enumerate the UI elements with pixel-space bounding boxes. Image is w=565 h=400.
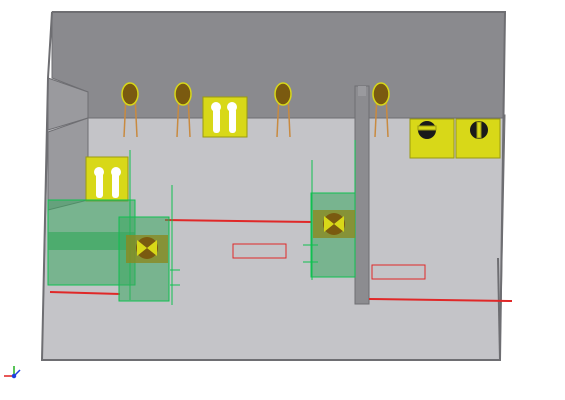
outlet-hole bbox=[94, 167, 104, 177]
lamp-3 bbox=[274, 82, 292, 138]
socket-panel-right-2 bbox=[455, 118, 501, 159]
outlet-panel bbox=[85, 156, 129, 202]
outlet-slot bbox=[96, 172, 103, 198]
axes-triad bbox=[4, 366, 21, 379]
green-device-left bbox=[118, 185, 180, 305]
outlet-slot bbox=[213, 108, 220, 133]
lamp-head bbox=[372, 82, 390, 106]
outlet-panel-left bbox=[85, 156, 129, 202]
green-volume-left bbox=[47, 150, 136, 300]
floor-edge-right bbox=[497, 257, 501, 361]
outlet-hole bbox=[227, 102, 237, 112]
lamp-head bbox=[274, 82, 292, 106]
outlet-hole bbox=[211, 102, 221, 112]
left-wall-lower bbox=[47, 117, 89, 211]
green-device-right bbox=[303, 140, 356, 280]
lamp-2 bbox=[174, 82, 192, 138]
outlet-panel bbox=[202, 96, 248, 138]
outlet-panel-back bbox=[202, 96, 248, 138]
lamp-4 bbox=[372, 82, 390, 138]
outlet-hole bbox=[111, 167, 121, 177]
wire-box-1 bbox=[232, 243, 287, 259]
wire-middle bbox=[164, 219, 313, 223]
device-bowtie bbox=[324, 216, 344, 232]
volume-face bbox=[48, 232, 135, 250]
wire-right bbox=[368, 298, 513, 302]
socket-bar bbox=[417, 125, 437, 131]
lamp-head bbox=[174, 82, 192, 106]
room-outline bbox=[40, 11, 507, 361]
center-pillar bbox=[354, 85, 370, 305]
device-bowtie bbox=[137, 240, 157, 256]
wire-left bbox=[49, 291, 121, 295]
outlet-slot bbox=[229, 108, 236, 133]
socket-bar bbox=[476, 121, 482, 139]
lamp-1 bbox=[121, 82, 139, 138]
outlet-slot bbox=[112, 172, 119, 198]
wire-box-2 bbox=[371, 264, 426, 280]
lamp-head bbox=[121, 82, 139, 106]
socket-panel-right-1 bbox=[409, 118, 455, 159]
center-pillar-top bbox=[358, 86, 366, 96]
axes-origin bbox=[11, 373, 17, 379]
